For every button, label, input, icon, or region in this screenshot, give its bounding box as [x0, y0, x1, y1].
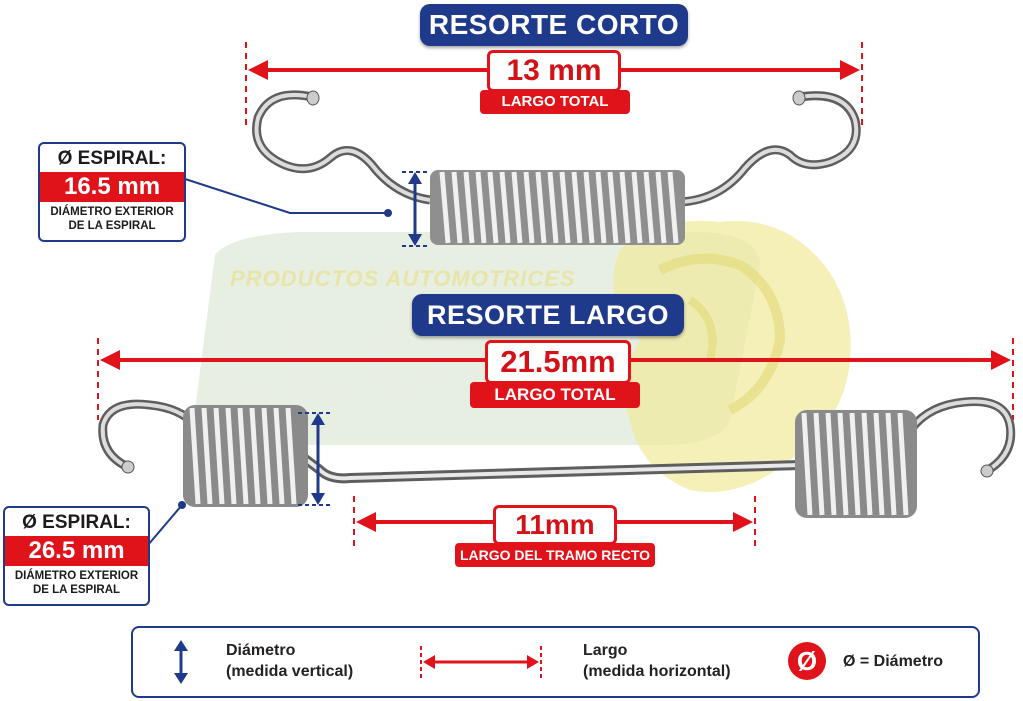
legend-diameter-title: Diámetro: [226, 642, 296, 659]
long-spring-title: RESORTE LARGO: [412, 294, 684, 336]
straight-length-label: LARGO DEL TRAMO RECTO: [455, 543, 655, 567]
long-spiral-title: Ø ESPIRAL:: [22, 512, 131, 533]
long-spiral-value: 26.5 mm: [5, 536, 148, 566]
long-spiral-desc-1: DIÁMETRO EXTERIOR: [14, 570, 139, 582]
long-length-value: 21.5mm: [485, 340, 631, 384]
legend-box: Diámetro (medida vertical) Largo (medida…: [131, 626, 980, 698]
short-spiral-desc-2: DE LA ESPIRAL: [68, 220, 156, 232]
long-spiral-info: Ø ESPIRAL: 26.5 mm DIÁMETRO EXTERIOR DE …: [3, 506, 150, 606]
legend-symbol-note: Ø = Diámetro: [843, 653, 944, 670]
vertical-arrow-icon: [174, 640, 188, 684]
short-length-value: 13 mm: [487, 50, 621, 92]
long-spiral-desc-2: DE LA ESPIRAL: [32, 584, 121, 596]
short-spiral-title: Ø ESPIRAL:: [57, 148, 167, 169]
short-spiral-desc-1: DIÁMETRO EXTERIOR: [50, 206, 174, 218]
short-length-label: LARGO TOTAL: [480, 90, 630, 114]
legend-length-sub: (medida horizontal): [583, 663, 731, 680]
long-length-label: LARGO TOTAL: [470, 382, 640, 408]
diameter-symbol: Ø: [796, 646, 818, 676]
short-spiral-info: Ø ESPIRAL: 16.5 mm DIÁMETRO EXTERIOR DE …: [38, 142, 186, 242]
horizontal-arrow-icon: [420, 646, 542, 678]
short-spiral-value: 16.5 mm: [40, 172, 184, 202]
legend-diameter-sub: (medida vertical): [226, 663, 354, 680]
short-spring-title: RESORTE CORTO: [420, 4, 688, 46]
straight-length-value: 11mm: [493, 505, 617, 545]
watermark-tagline: PRODUCTOS AUTOMOTRICES: [230, 266, 576, 291]
diameter-symbol-icon: Ø: [788, 642, 826, 680]
legend-length-title: Largo: [583, 642, 628, 659]
